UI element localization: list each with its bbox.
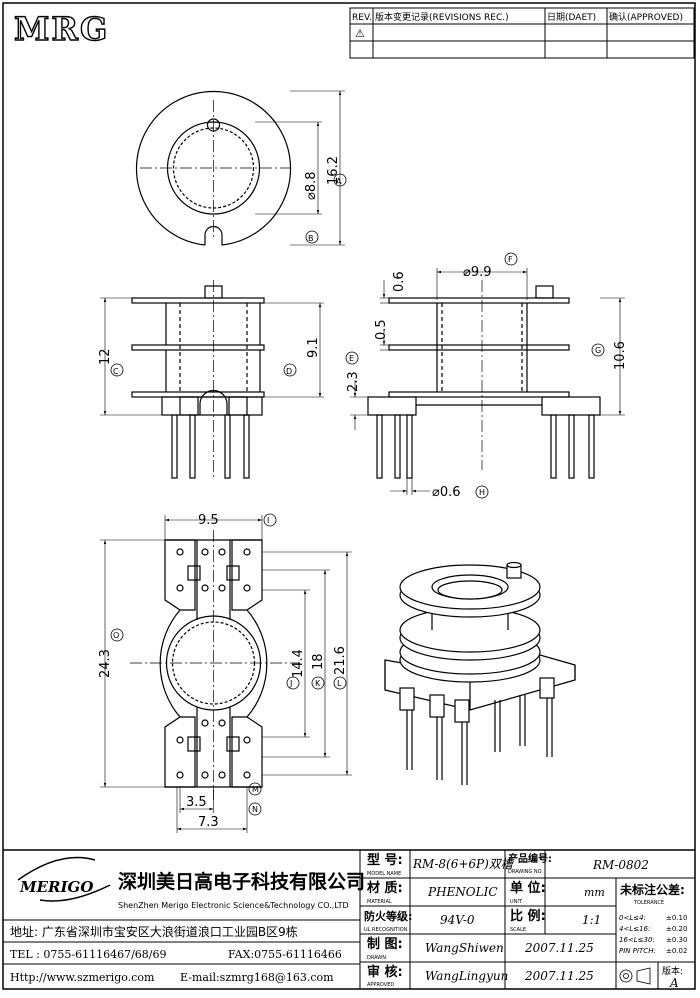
callout-B: B (308, 234, 314, 243)
rev-col-approved: 确认(APPROVED) (609, 11, 683, 23)
tol4-range: PIN PITCH: (619, 947, 656, 955)
callout-N: N (252, 805, 258, 814)
dim-21-6: 21.6 (333, 646, 348, 675)
rev-col-rev: REV. (352, 13, 372, 23)
dim-9-5: 9.5 (198, 513, 219, 528)
side-view (345, 252, 625, 499)
dim-7-3: 7.3 (198, 815, 219, 830)
dim-12: 12 (98, 348, 113, 365)
callout-O: O (113, 631, 119, 640)
bottom-view (100, 513, 352, 833)
dim-24-3: 24.3 (98, 649, 113, 678)
tolerance-label: 未标注公差: (619, 882, 685, 897)
tol1-range: 0<L≤4: (619, 914, 646, 922)
callout-L: L (337, 679, 342, 688)
dim-9-1: 9.1 (306, 337, 321, 358)
dim-18: 18 (311, 653, 326, 670)
approved-label: 审 核: (367, 964, 403, 980)
logo-text: MRG (14, 10, 109, 48)
fire-value: 94V-0 (440, 913, 475, 927)
version-label: 版本: (662, 965, 683, 977)
fire-sub: UL RECOGNITION (364, 927, 408, 933)
approved-value: WangLingyun (425, 969, 508, 983)
material-sub: MATERIAL (367, 899, 392, 905)
dim-8-8: ⌀8.8 (304, 171, 319, 200)
fire-label: 防火等级: (364, 909, 412, 923)
merigo-logo: MERIGO (17, 856, 111, 902)
model-value: RM-8(6+6P)双槽 (412, 857, 515, 871)
callout-M: M (252, 785, 259, 794)
brand-text: MERIGO (19, 878, 93, 896)
tolerance-sub: TOLERANCE (633, 900, 664, 906)
projection-symbol-icon (619, 967, 651, 985)
tol2-range: 4<L≤16: (619, 925, 650, 933)
callout-F: F (508, 255, 513, 264)
company-web: Http://www.szmerigo.com (10, 971, 155, 984)
callout-D: D (286, 367, 292, 376)
scale-sub: SCALE (510, 927, 526, 933)
tol1-value: ±0.10 (666, 914, 687, 922)
material-value: PHENOLIC (427, 885, 498, 899)
isometric-view (384, 561, 576, 785)
dim-2-3: 2.3 (346, 371, 361, 392)
callout-E: E (349, 354, 354, 363)
company-name-en: ShenZhen Merigo Electronic Science&Techn… (118, 901, 349, 910)
logo: MRG (13, 9, 109, 48)
callout-J: J (289, 679, 292, 688)
dim-14-4: 14.4 (291, 649, 306, 678)
tol2-value: ±0.20 (666, 925, 687, 933)
callout-C: C (113, 367, 119, 376)
callout-I: I (267, 516, 269, 525)
scale-label: 比 例: (510, 908, 546, 924)
callout-K: K (315, 679, 321, 688)
unit-value: mm (584, 886, 605, 899)
company-name-cn: 深圳美日高电子科技有限公司 (118, 870, 365, 893)
dim-10-6: 10.6 (613, 341, 628, 370)
company-fax: FAX:0755-61116466 (228, 948, 342, 961)
drawn-date: 2007.11.25 (524, 941, 594, 955)
dim-0-5: 0.5 (374, 319, 389, 340)
model-sub: MODEL NAME (367, 871, 401, 877)
unit-label: 单 位: (510, 880, 546, 896)
dim-16-2: 16.2 (326, 156, 341, 185)
tol3-value: ±0.30 (666, 936, 687, 944)
company-email: E-mail:szmrg168@163.com (180, 971, 334, 984)
revision-table: REV. 版本变更记录(REVISIONS REC.) 日期(DAET) 确认(… (349, 7, 695, 59)
dim-0-6: 0.6 (392, 271, 407, 292)
tol4-value: ±0.02 (666, 947, 687, 955)
drawn-sub: DRAWN (367, 955, 386, 961)
approved-sub: APPROVED (367, 982, 394, 988)
rev-warning-icon: ⚠ (355, 27, 365, 40)
top-view (135, 90, 347, 246)
title-block (3, 849, 695, 989)
drawno-label: 产品编号: (508, 852, 552, 865)
callout-H: H (479, 488, 485, 497)
company-tel: TEL : 0755-61116467/68/69 (10, 948, 166, 961)
tol3-range: 16<L≤30: (619, 936, 655, 944)
scale-value: 1:1 (582, 913, 601, 927)
dim-3-5: 3.5 (186, 795, 207, 810)
rev-col-date: 日期(DAET) (547, 12, 596, 23)
front-view (100, 280, 324, 480)
rev-col-record: 版本变更记录(REVISIONS REC.) (375, 11, 509, 23)
drawn-value: WangShiwen (425, 941, 504, 955)
dim-pin-dia: ⌀0.6 (432, 485, 461, 500)
company-address: 地址: 广东省深圳市宝安区大浪街道浪口工业园B区9栋 (10, 924, 298, 939)
callout-A: A (336, 177, 342, 186)
unit-sub: UNIT (510, 899, 523, 905)
dim-9-9: ⌀9.9 (463, 265, 492, 280)
callout-G: G (595, 346, 601, 355)
drawn-label: 制 图: (367, 936, 403, 952)
drawno-value: RM-0802 (592, 858, 649, 872)
version-value: A (669, 976, 679, 990)
approved-date: 2007.11.25 (524, 969, 594, 983)
drawno-sub: DRAWING NO. (508, 869, 543, 875)
model-label: 型 号: (367, 852, 403, 868)
material-label: 材 质: (367, 880, 403, 896)
